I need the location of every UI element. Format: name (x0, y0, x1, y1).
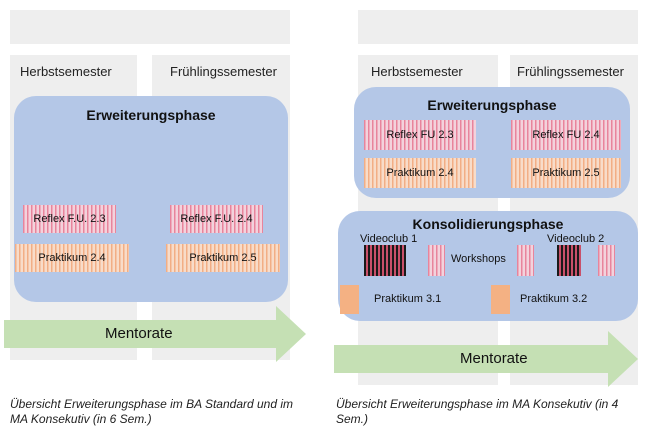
right-phase2-title: Konsolidierungsphase (412, 216, 564, 232)
right-videoclub-2-block (557, 245, 581, 276)
left-semester-label-herbst: Herbstsemester (20, 64, 112, 79)
right-workshop-block-3 (598, 245, 615, 276)
left-phase-title: Erweiterungsphase (86, 107, 216, 123)
left-semester-label-fruehling: Frühlingssemester (170, 64, 277, 79)
right-praktikum-3-1-label: Praktikum 3.1 (374, 293, 442, 305)
right-caption: Übersicht Erweiterungsphase im MA Konsek… (336, 397, 619, 426)
right-semester-label-fruehling: Frühlingssemester (517, 64, 624, 79)
left-mentorate-arrow (4, 306, 306, 362)
left-mentorate-label: Mentorate (105, 325, 173, 342)
left-top-band (10, 10, 290, 44)
left-praktikum-2-5: Praktikum 2.5 (166, 244, 280, 272)
right-praktikum-3-2-block (491, 285, 510, 314)
right-workshop-block-1 (428, 245, 445, 276)
right-phase1-title: Erweiterungsphase (427, 97, 557, 113)
right-mentorate-arrow (334, 331, 638, 387)
right-praktikum-3-2-label: Praktikum 3.2 (520, 293, 588, 305)
right-praktikum-2-5: Praktikum 2.5 (511, 158, 621, 188)
right-semester-label-herbst: Herbstsemester (371, 64, 463, 79)
left-reflex-2-4: Reflex F.U. 2.4 (170, 205, 263, 233)
right-mentorate-label: Mentorate (460, 350, 528, 367)
left-caption: Übersicht Erweiterungsphase im BA Standa… (10, 397, 294, 426)
right-top-band (358, 10, 638, 44)
right-workshops-label: Workshops (451, 253, 506, 265)
right-reflex-2-4: Reflex FU 2.4 (511, 120, 621, 150)
right-reflex-2-3: Reflex FU 2.3 (364, 120, 476, 150)
right-praktikum-3-1-block (340, 285, 359, 314)
left-reflex-2-3: Reflex F.U. 2.3 (23, 205, 116, 233)
right-videoclub-1-label: Videoclub 1 (360, 233, 418, 245)
left-praktikum-2-4: Praktikum 2.4 (15, 244, 129, 272)
right-praktikum-2-4: Praktikum 2.4 (364, 158, 476, 188)
right-videoclub-1-block (364, 245, 406, 276)
right-videoclub-2-label: Videoclub 2 (547, 233, 605, 245)
right-workshop-block-2 (517, 245, 534, 276)
